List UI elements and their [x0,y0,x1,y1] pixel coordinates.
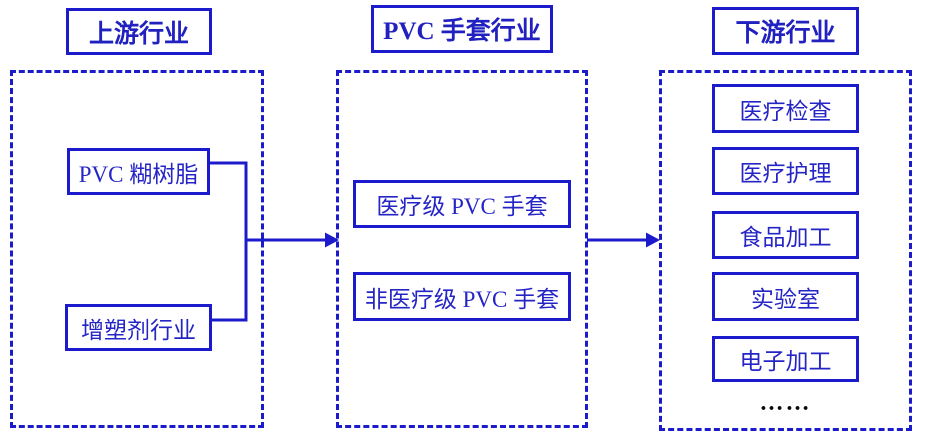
node-medical-examination: 医疗检查 [712,84,859,133]
downstream-title: 下游行业 [712,7,859,55]
node-plasticizer-industry: 增塑剂行业 [65,304,212,351]
upstream-container [10,70,264,428]
node-non-medical-grade-pvc-gloves: 非医疗级 PVC 手套 [353,272,571,321]
upstream-title: 上游行业 [66,8,212,55]
node-pvc-paste-resin: PVC 糊树脂 [67,148,210,195]
downstream-ellipsis: …… [759,390,812,416]
arrow-glove-to-downstream-head [646,232,660,248]
pvc-glove-container [336,70,588,428]
node-laboratory: 实验室 [712,272,859,321]
node-medical-care: 医疗护理 [712,147,859,195]
downstream-container [659,70,912,431]
node-electronics-processing: 电子加工 [712,336,859,382]
node-food-processing: 食品加工 [712,211,859,259]
node-medical-grade-pvc-gloves: 医疗级 PVC 手套 [353,180,571,228]
pvc-glove-title: PVC 手套行业 [371,5,553,53]
